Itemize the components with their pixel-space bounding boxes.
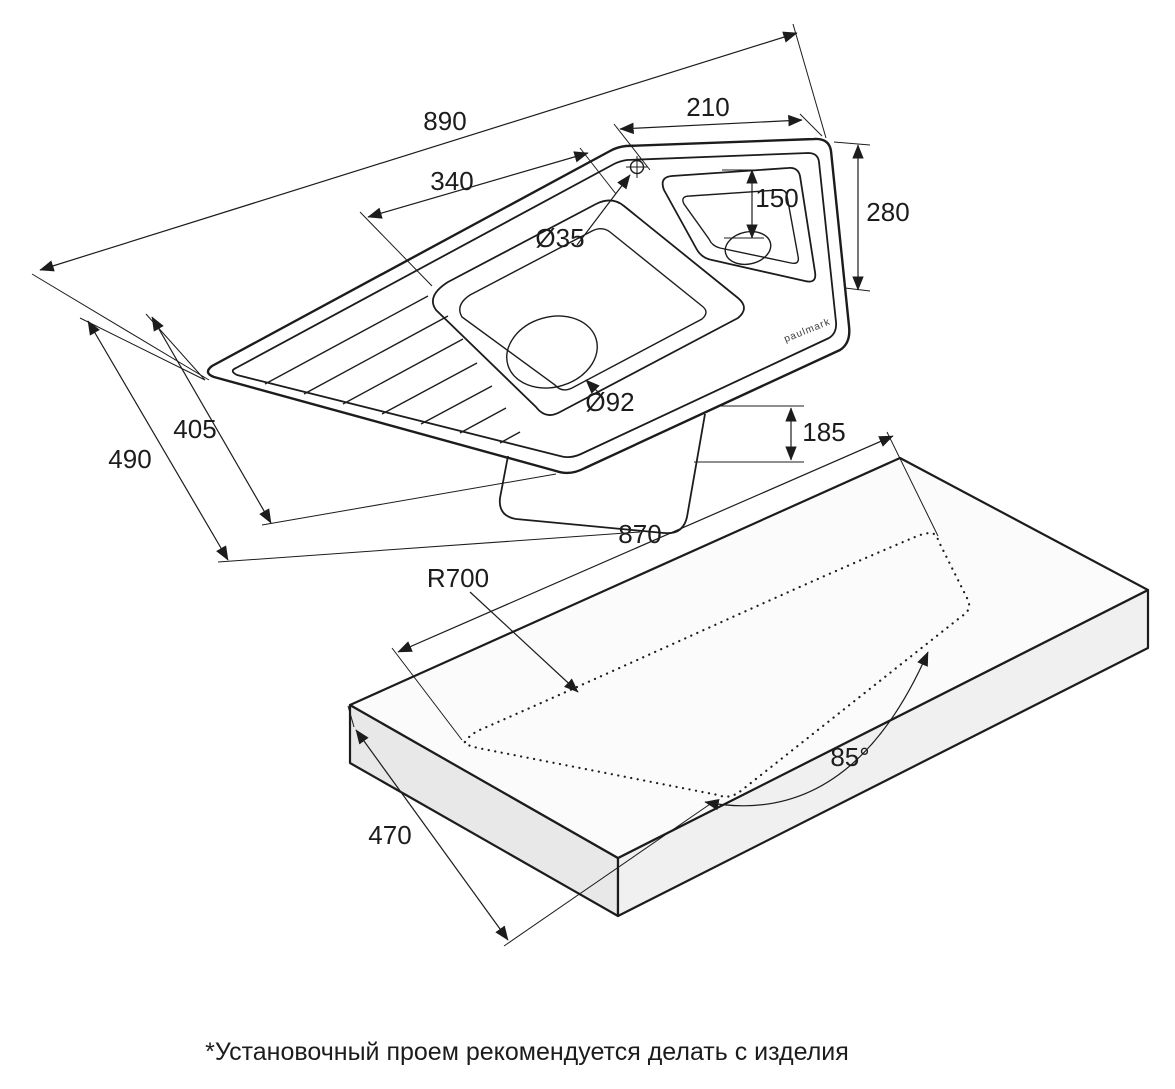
sink-top-view: paulmark <box>206 137 851 535</box>
dim-overall-depth-label: 490 <box>108 444 151 474</box>
small-drain-hole <box>724 230 772 266</box>
drainboard-ridge <box>342 338 464 405</box>
ext-line <box>261 473 557 526</box>
dim-inner-depth-label: 405 <box>173 414 216 444</box>
ext-line <box>503 799 717 947</box>
dim-bowl-height-label: 185 <box>802 417 845 447</box>
dim-main-bowl-width-line <box>367 151 589 219</box>
dim-small-bowl-width-label: 210 <box>686 92 729 122</box>
ext-line <box>217 531 641 563</box>
drainboard-ridges <box>264 295 521 444</box>
drain-leader-line <box>585 379 601 395</box>
dim-overall-width-label: 890 <box>423 106 466 136</box>
ext-line <box>799 113 823 137</box>
dim-cutout-radius-label: R700 <box>427 563 489 593</box>
drainboard-ridge <box>381 362 478 415</box>
ext-line <box>886 431 939 537</box>
dim-small-bowl-inner-label: 150 <box>755 183 798 213</box>
sink-dimensions: 890 210 340 280 150 Ø35 Ø92 405 <box>31 23 910 563</box>
dim-overall-depth-line <box>87 320 229 561</box>
ext-line <box>833 141 871 146</box>
dim-cutout-width-label: 870 <box>618 519 661 549</box>
drainboard-ridge <box>459 407 507 434</box>
ext-line <box>359 211 433 287</box>
dim-small-bowl-width-line <box>619 114 803 135</box>
ext-line <box>31 273 210 381</box>
drainboard-ridge <box>264 295 429 385</box>
countertop-view <box>348 456 1150 918</box>
dim-cutout-depth-label: 470 <box>368 820 411 850</box>
dim-main-bowl-width-label: 340 <box>430 166 473 196</box>
dim-overall-width-line <box>39 31 798 272</box>
ext-line <box>792 23 827 139</box>
dim-drain-hole-label: Ø92 <box>585 387 634 417</box>
dim-tap-hole-label: Ø35 <box>535 223 584 253</box>
ext-line <box>579 147 617 195</box>
drainboard-ridge <box>420 385 493 425</box>
sink-outer-rim <box>206 137 851 475</box>
ext-line <box>79 317 206 381</box>
dim-cutout-angle-label: 85° <box>830 742 869 772</box>
bowl-underside <box>498 413 706 535</box>
tap-hole-leader-line <box>576 174 631 246</box>
main-drain-hole <box>506 315 598 389</box>
ext-line <box>347 705 355 728</box>
drainboard-ridge <box>303 315 449 395</box>
dim-cutout-width-line <box>397 435 894 653</box>
dim-right-depth-label: 280 <box>866 197 909 227</box>
ext-line <box>391 647 463 741</box>
dim-cutout-angle-arc <box>704 651 929 811</box>
cutout-dimensions: 870 R700 470 85° <box>347 431 939 947</box>
radius-leader-line <box>469 591 579 693</box>
dim-cutout-depth-line <box>355 729 509 941</box>
drainboard-ridge <box>499 431 521 444</box>
footer-note: *Установочный проем рекомендуется делать… <box>205 1038 849 1066</box>
